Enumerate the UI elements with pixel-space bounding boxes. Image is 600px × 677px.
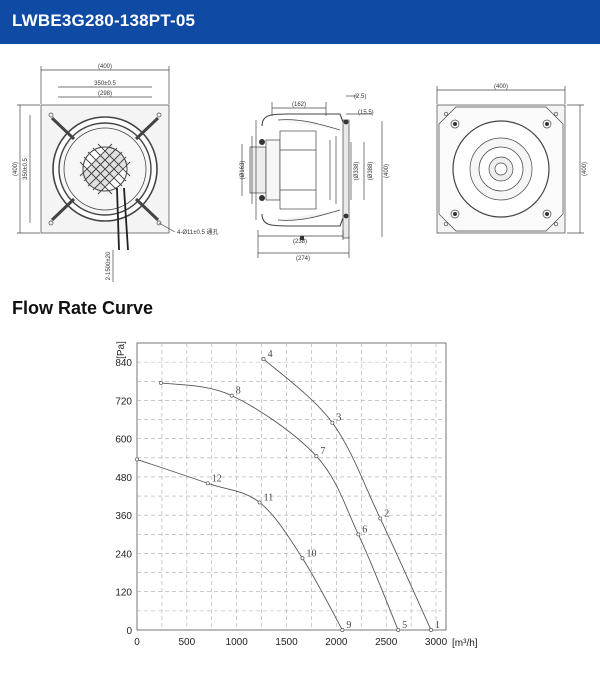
side-depth-bottom-1: (238) — [293, 239, 307, 245]
x-tick-label: 3000 — [425, 637, 448, 648]
front-cable-length: 2-1500±20 — [106, 251, 112, 280]
x-tick-label: 0 — [134, 637, 140, 648]
y-tick-label: 480 — [115, 473, 132, 484]
y-tick-label: 720 — [115, 396, 132, 407]
side-depth-top: (162) — [292, 102, 306, 108]
curve-point — [330, 420, 335, 425]
side-height: (400) — [384, 164, 390, 178]
curve-point-label: 5 — [402, 620, 407, 631]
side-flange-depth: (15.5) — [358, 110, 374, 116]
technical-drawings: (400) 350±0.5 (298) (400) 350±0.5 4-Ø11±… — [13, 64, 588, 282]
side-hub-dia: (Ø163) — [240, 161, 246, 180]
curve-point — [229, 393, 234, 398]
curve-point-label: 4 — [268, 349, 273, 360]
curve-point-label: 1 — [435, 620, 440, 631]
back-overall-height: (400) — [582, 162, 588, 176]
header-bar: LWBE3G280-138PT-05 — [0, 0, 600, 44]
front-hole-spacing-vertical: 350±0.5 — [23, 158, 29, 180]
curve-point-label: 7 — [320, 446, 325, 457]
curve-point-label: 11 — [264, 492, 274, 503]
curve-point — [340, 628, 345, 632]
curve-point-label: 3 — [336, 413, 341, 424]
side-flange: (2.5) — [354, 94, 366, 100]
front-view-drawing — [17, 66, 176, 282]
side-view-drawing — [241, 95, 383, 258]
flow-rate-heading: Flow Rate Curve — [12, 298, 154, 318]
side-depth-bottom-2: (274) — [296, 256, 310, 262]
flow-rate-chart: 4 3 2 1 8 7 6 5 12 11 10 9 0 500 1000 1500 2000 2500 3000… — [115, 341, 478, 649]
y-tick-label: 840 — [115, 358, 132, 369]
y-tick-label: 360 — [115, 511, 132, 522]
chart-plot-area — [136, 342, 447, 631]
curve-point — [205, 481, 210, 486]
front-hole-spacing: 350±0.5 — [94, 81, 116, 87]
front-mount-holes: 4-Ø11±0.5 通孔 — [177, 228, 219, 236]
front-overall-width: (400) — [98, 64, 112, 70]
front-overall-height: (400) — [13, 162, 19, 176]
y-tick-label: 0 — [126, 626, 132, 637]
curve-point-label: 8 — [236, 386, 241, 397]
curve-point — [396, 628, 401, 632]
curve-point — [300, 556, 305, 561]
back-overall-width: (400) — [494, 84, 508, 90]
y-tick-label: 120 — [115, 588, 132, 599]
x-tick-label: 500 — [178, 637, 195, 648]
x-tick-label: 1000 — [226, 637, 249, 648]
x-tick-label: 2500 — [375, 637, 398, 648]
model-title: LWBE3G280-138PT-05 — [12, 11, 196, 30]
curve-point-label: 2 — [384, 508, 389, 519]
y-tick-label: 600 — [115, 435, 132, 446]
curve-point-label: 12 — [212, 473, 222, 484]
side-inlet-dia-2: (Ø388) — [368, 162, 374, 181]
x-tick-label: 1500 — [275, 637, 298, 648]
side-inlet-dia-1: (Ø338) — [354, 162, 360, 181]
chart-grid — [137, 343, 446, 630]
curve-point-label: 6 — [362, 524, 367, 535]
curve-point — [158, 380, 163, 385]
chart-curves: 4 3 2 1 8 7 6 5 12 11 10 9 — [135, 349, 440, 632]
curve-point — [378, 516, 383, 521]
curve-point-label: 10 — [306, 548, 316, 559]
curve-point — [261, 356, 266, 361]
chart-x-axis-label: [m³/h] — [452, 638, 478, 649]
x-tick-label: 2000 — [325, 637, 348, 648]
chart-ticks: 0 500 1000 1500 2000 2500 3000 0 120 240 360 480 600… — [115, 358, 447, 648]
front-inner-width: (298) — [98, 91, 112, 97]
curve-point — [429, 628, 433, 632]
curve-line-1 — [263, 358, 432, 631]
back-view-drawing — [436, 86, 584, 234]
curve-point — [257, 500, 262, 505]
curve-point — [135, 457, 139, 462]
curve-point-label: 9 — [346, 620, 351, 631]
curve-point — [356, 532, 361, 537]
chart-y-axis-label: [Pa] — [116, 341, 127, 359]
y-tick-label: 240 — [115, 549, 132, 560]
curve-point — [314, 454, 319, 459]
